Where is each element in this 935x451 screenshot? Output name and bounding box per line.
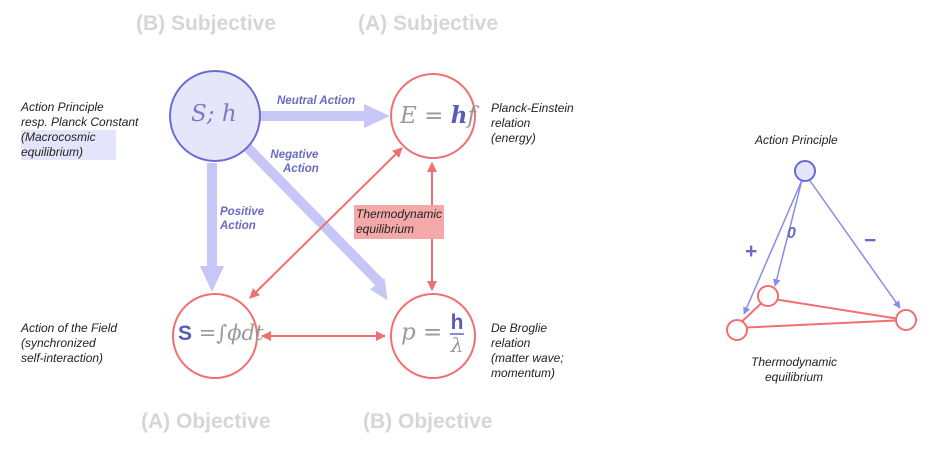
- action-formula: S; h: [191, 101, 237, 127]
- heading-a-objective: (A) Objective: [141, 410, 271, 433]
- node-action-principle: [169, 70, 261, 162]
- node-planck-einstein: [390, 73, 476, 159]
- note-planck-einstein: Planck-Einstein relation (energy): [491, 101, 574, 145]
- note-action-field: Action of the Field (synchronized self-i…: [21, 321, 118, 365]
- note-action-principle: Action Principle resp. Planck Constant (…: [21, 100, 139, 160]
- label-negative-action: Negative Action: [270, 149, 319, 175]
- label-positive-action: Positive Action: [220, 206, 265, 232]
- field-formula: S =∫ϕdt: [178, 321, 264, 345]
- sign-plus: +: [745, 240, 758, 263]
- small-label-action-principle: Action Principle: [755, 133, 838, 147]
- heading-b-objective: (B) Objective: [363, 410, 493, 433]
- diagonal-red-arrow: [249, 147, 403, 299]
- small-label-thermodynamic: Thermodynamic equilibrium: [751, 355, 838, 384]
- label-thermodynamic-equilibrium: Thermodynamic equilibrium: [354, 205, 445, 239]
- sign-minus: −: [864, 229, 877, 252]
- sign-zero: 0: [787, 225, 796, 242]
- positive-action-arrow: [200, 163, 224, 292]
- heading-b-subjective: (B) Subjective: [136, 12, 277, 35]
- planck-formula: E = hf: [400, 102, 476, 129]
- heading-a-subjective: (A) Subjective: [358, 12, 499, 35]
- neutral-action-arrow: [259, 104, 390, 128]
- label-neutral-action: Neutral Action: [277, 95, 356, 107]
- node-de-broglie: [390, 293, 476, 379]
- node-action-field: [172, 293, 258, 379]
- note-de-broglie: De Broglie relation (matter wave; moment…: [491, 321, 564, 380]
- small-diagram: [726, 160, 917, 341]
